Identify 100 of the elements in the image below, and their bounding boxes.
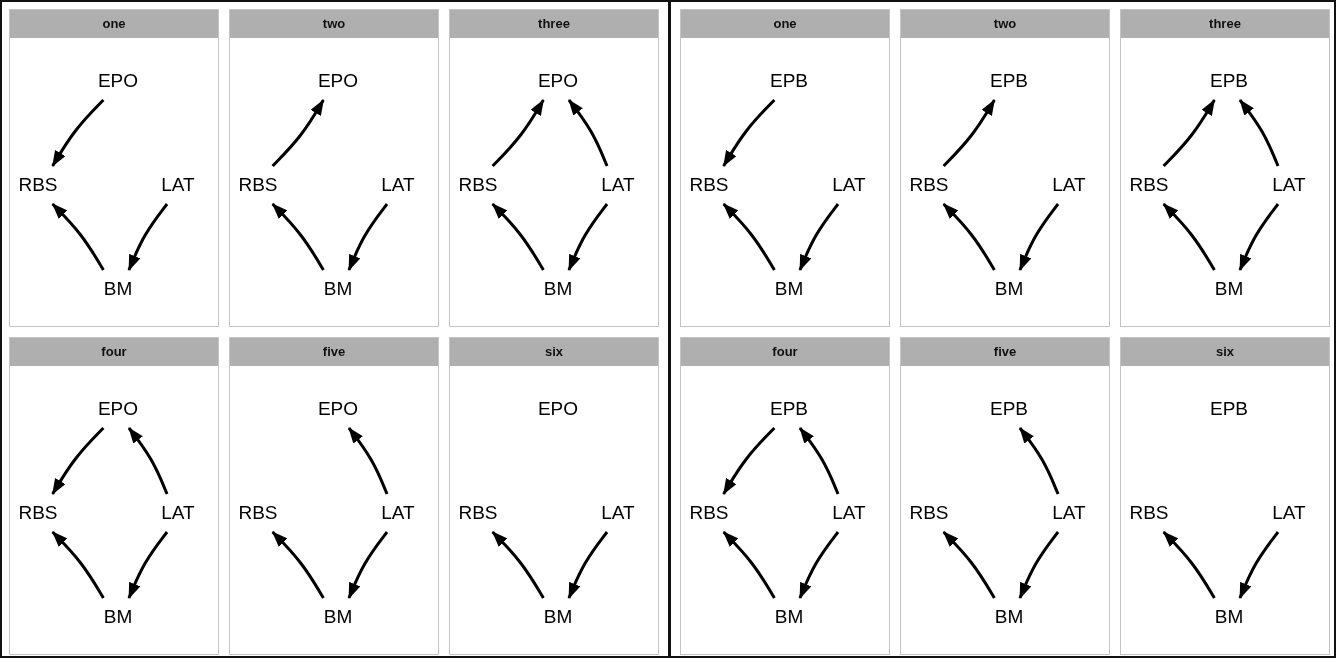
panel-card bbox=[900, 9, 1110, 327]
panel-header: five bbox=[230, 338, 438, 366]
panel-header: six bbox=[1121, 338, 1329, 366]
node-label: RBS bbox=[903, 166, 955, 204]
panel-card bbox=[9, 337, 219, 655]
panel-header: four bbox=[681, 338, 889, 366]
arrow bbox=[491, 530, 545, 599]
node-label: LAT bbox=[1266, 494, 1312, 532]
node-label: BM bbox=[537, 270, 579, 308]
node-label: BM bbox=[317, 270, 359, 308]
node-label: EPO bbox=[311, 62, 365, 100]
panel-card bbox=[449, 9, 659, 327]
arrow bbox=[942, 530, 996, 599]
node-label: LAT bbox=[155, 166, 201, 204]
node-label: LAT bbox=[1046, 166, 1092, 204]
arrow bbox=[722, 530, 776, 599]
node-label: RBS bbox=[903, 494, 955, 532]
arrow bbox=[127, 203, 169, 271]
node-label: BM bbox=[317, 598, 359, 636]
arrow bbox=[722, 426, 776, 495]
node-label: EPO bbox=[531, 62, 585, 100]
arrow bbox=[127, 427, 169, 495]
panel-card bbox=[229, 9, 439, 327]
node-label: RBS bbox=[1123, 494, 1175, 532]
node-label: RBS bbox=[1123, 166, 1175, 204]
arrow bbox=[347, 427, 389, 495]
arrow bbox=[1238, 99, 1280, 167]
node-label: RBS bbox=[683, 494, 735, 532]
node-label: LAT bbox=[1046, 494, 1092, 532]
node-label: BM bbox=[988, 270, 1030, 308]
arrow bbox=[127, 531, 169, 599]
arrow bbox=[798, 203, 840, 271]
arrow bbox=[491, 202, 545, 271]
node-label: BM bbox=[768, 598, 810, 636]
arrow bbox=[798, 531, 840, 599]
arrow bbox=[1018, 203, 1060, 271]
node-label: RBS bbox=[232, 494, 284, 532]
node-label: LAT bbox=[155, 494, 201, 532]
node-label: EPO bbox=[91, 62, 145, 100]
panel-header: three bbox=[1121, 10, 1329, 38]
node-label: EPO bbox=[91, 390, 145, 428]
node-label: LAT bbox=[375, 166, 421, 204]
panel-header: five bbox=[901, 338, 1109, 366]
arrow bbox=[271, 202, 325, 271]
panel-card bbox=[229, 337, 439, 655]
arrow bbox=[942, 99, 996, 168]
arrow bbox=[347, 531, 389, 599]
arrow bbox=[567, 203, 609, 271]
panel-header: six bbox=[450, 338, 658, 366]
arrow bbox=[722, 98, 776, 167]
node-label: BM bbox=[97, 598, 139, 636]
panel-header: four bbox=[10, 338, 218, 366]
node-label: BM bbox=[1208, 270, 1250, 308]
arrow bbox=[51, 202, 105, 271]
panel-header: two bbox=[901, 10, 1109, 38]
arrow bbox=[347, 203, 389, 271]
node-label: EPO bbox=[311, 390, 365, 428]
node-label: BM bbox=[988, 598, 1030, 636]
node-label: EPB bbox=[1204, 62, 1254, 100]
arrow bbox=[1018, 531, 1060, 599]
node-label: EPB bbox=[984, 390, 1034, 428]
node-label: BM bbox=[768, 270, 810, 308]
node-label: RBS bbox=[683, 166, 735, 204]
node-label: LAT bbox=[826, 166, 872, 204]
panel-header: one bbox=[681, 10, 889, 38]
arrow bbox=[51, 530, 105, 599]
arrow bbox=[1162, 530, 1216, 599]
arrow bbox=[51, 98, 105, 167]
panel-header: two bbox=[230, 10, 438, 38]
node-label: EPB bbox=[764, 390, 814, 428]
arrow bbox=[271, 530, 325, 599]
node-label: EPB bbox=[764, 62, 814, 100]
arrow bbox=[1238, 531, 1280, 599]
arrow bbox=[491, 99, 545, 168]
node-label: EPO bbox=[531, 390, 585, 428]
node-label: BM bbox=[1208, 598, 1250, 636]
node-label: LAT bbox=[595, 494, 641, 532]
arrow bbox=[1162, 202, 1216, 271]
arrow bbox=[1238, 203, 1280, 271]
node-label: RBS bbox=[232, 166, 284, 204]
arrow bbox=[567, 531, 609, 599]
node-label: LAT bbox=[1266, 166, 1312, 204]
panel-card bbox=[449, 337, 659, 655]
arrow bbox=[798, 427, 840, 495]
panel-card bbox=[680, 9, 890, 327]
arrow bbox=[567, 99, 609, 167]
panel-card bbox=[9, 9, 219, 327]
node-label: RBS bbox=[452, 494, 504, 532]
node-label: LAT bbox=[826, 494, 872, 532]
node-label: BM bbox=[97, 270, 139, 308]
arrow bbox=[51, 426, 105, 495]
node-label: LAT bbox=[595, 166, 641, 204]
node-label: BM bbox=[537, 598, 579, 636]
node-label: RBS bbox=[12, 166, 64, 204]
panel-card bbox=[680, 337, 890, 655]
panel-card bbox=[900, 337, 1110, 655]
panel-header: three bbox=[450, 10, 658, 38]
panel-header: one bbox=[10, 10, 218, 38]
panel-card bbox=[1120, 337, 1330, 655]
node-label: LAT bbox=[375, 494, 421, 532]
